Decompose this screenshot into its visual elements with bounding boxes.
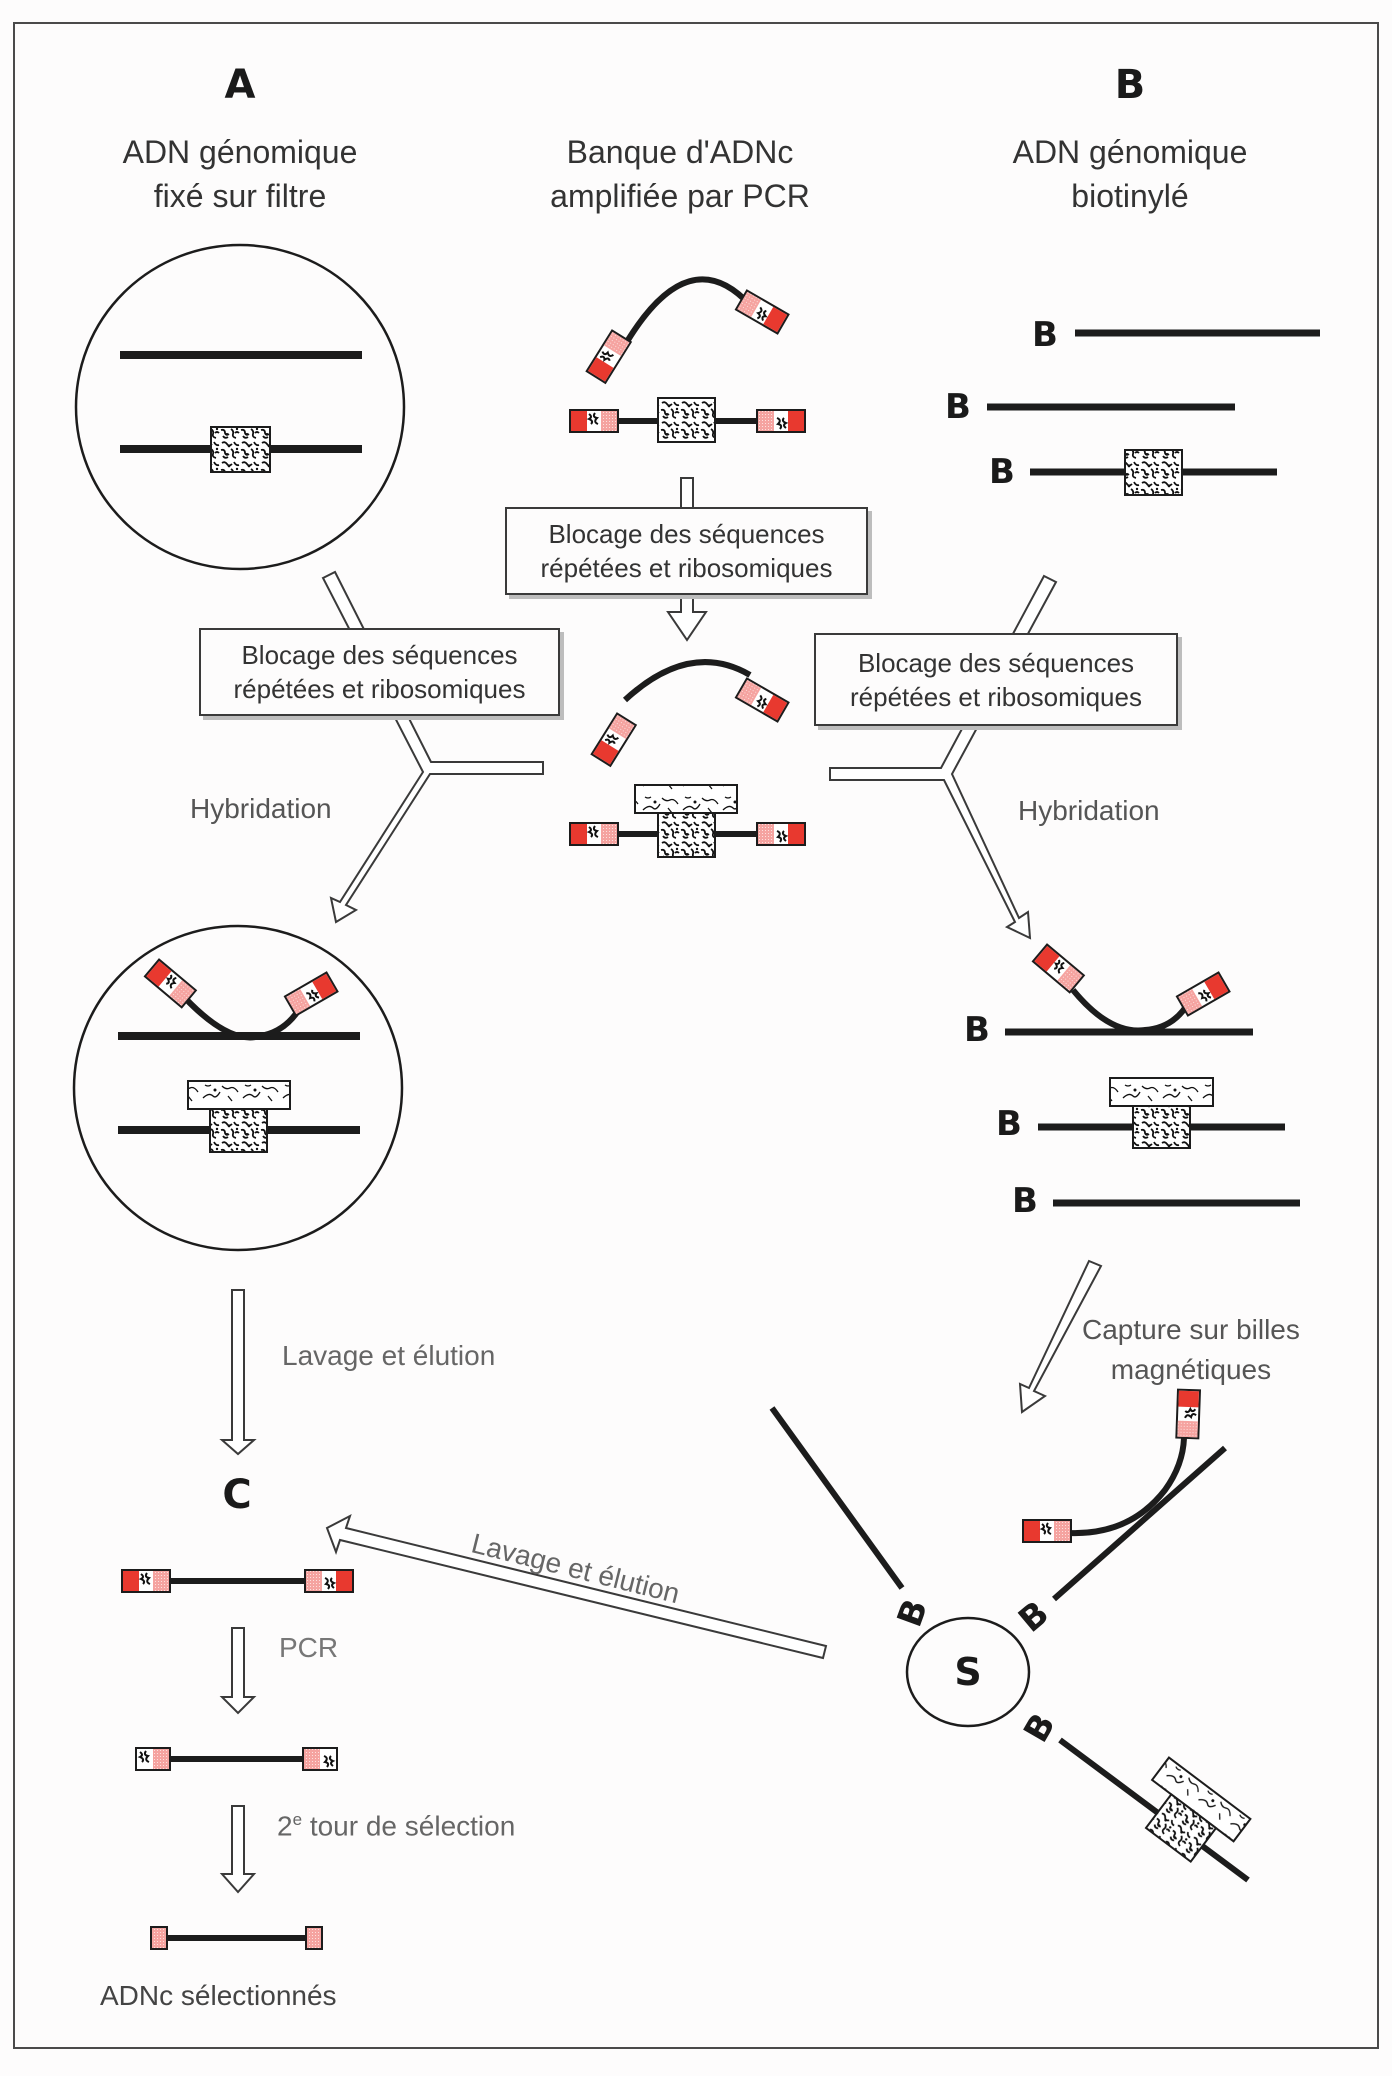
second-round-arrow	[219, 1805, 257, 1894]
blocking-box-center-line1: Blocage des séquences	[548, 519, 825, 549]
blocking-box-right-line2: répétées et ribosomiques	[850, 681, 1142, 712]
right-hybridization-arrow	[829, 574, 1058, 940]
blocking-box-left-line2: répétées et ribosomiques	[233, 674, 526, 704]
blocking-fragment	[634, 784, 738, 814]
step-wash-left: Lavage et élution	[282, 1340, 496, 1371]
left-wash-arrow	[219, 1289, 257, 1456]
filter-circle-top	[74, 243, 406, 571]
figure-frame	[13, 22, 1379, 2049]
biotinylated-dna-top	[987, 329, 1320, 496]
blocking-box-left-line1: Blocage des séquences	[241, 640, 518, 670]
selected-cdna	[150, 1926, 323, 1950]
gene-block	[210, 426, 271, 473]
blocking-box-right-line1: Blocage des séquences	[857, 647, 1135, 678]
pcr-arrow	[219, 1627, 257, 1715]
heading-left-line2: fixé sur filtre	[153, 178, 327, 214]
pcr-product-2	[135, 1747, 338, 1771]
filter-circle-hybridized	[72, 924, 404, 1252]
blocking-box-left: Blocage des séquences répétées et riboso…	[199, 628, 560, 716]
heading-left-line1: ADN génomique	[122, 134, 358, 170]
step-hybridation-left: Hybridation	[190, 793, 332, 824]
biotin-label: B	[996, 1104, 1022, 1144]
biotin-label: B	[1032, 315, 1058, 355]
step-second-round: 2e tour de sélection	[277, 1810, 515, 1842]
biotin-label: B	[1012, 1181, 1038, 1221]
pcr-product-1	[121, 1569, 354, 1593]
section-label-a: A	[224, 62, 256, 108]
heading-right-line1: ADN génomique	[1012, 134, 1248, 170]
biotin-label: B	[964, 1010, 990, 1050]
step-second-round-sup: e	[292, 1810, 303, 1829]
heading-right-line2: biotinylé	[1071, 178, 1189, 214]
blocking-box-center: Blocage des séquences répétées et riboso…	[505, 507, 868, 595]
step-pcr: PCR	[279, 1632, 339, 1663]
heading-center: Banque d'ADNc amplifiée par PCR	[550, 130, 810, 218]
cdna-blocked-middle	[569, 659, 806, 858]
biotin-label: B	[989, 452, 1015, 492]
blocking-box-right: Blocage des séquences répétées et riboso…	[814, 633, 1178, 726]
heading-right: ADN génomique biotinylé	[1013, 130, 1248, 218]
step-capture: Capture sur billes magnétiques	[1082, 1310, 1300, 1390]
left-hybridization-arrow	[321, 570, 544, 924]
step-second-round-number: 2	[277, 1810, 293, 1842]
step-capture-line1: Capture sur billes	[1082, 1314, 1300, 1345]
step-capture-line2: magnétiques	[1110, 1354, 1272, 1385]
biotin-label: B	[945, 387, 971, 427]
blocking-box-center-line2: répétées et ribosomiques	[540, 553, 833, 583]
step-second-round-text: tour de sélection	[302, 1810, 516, 1842]
magnetic-bead	[769, 1388, 1252, 1883]
heading-left: ADN génomique fixé sur filtre	[123, 130, 358, 218]
biotinylated-hybridized	[1005, 943, 1300, 1207]
section-label-c: C	[222, 1472, 252, 1518]
step-hybridation-right: Hybridation	[1018, 795, 1160, 826]
cdna-library-top	[569, 276, 806, 443]
capture-arrow	[1018, 1259, 1103, 1414]
bead-label: S	[954, 1650, 982, 1694]
heading-center-line2: amplifiée par PCR	[550, 178, 810, 214]
diagonal-wash-arrow	[325, 1513, 828, 1660]
section-label-b: B	[1114, 62, 1146, 108]
result-label: ADNc sélectionnés	[100, 1980, 337, 2011]
heading-center-line1: Banque d'ADNc	[566, 134, 794, 170]
